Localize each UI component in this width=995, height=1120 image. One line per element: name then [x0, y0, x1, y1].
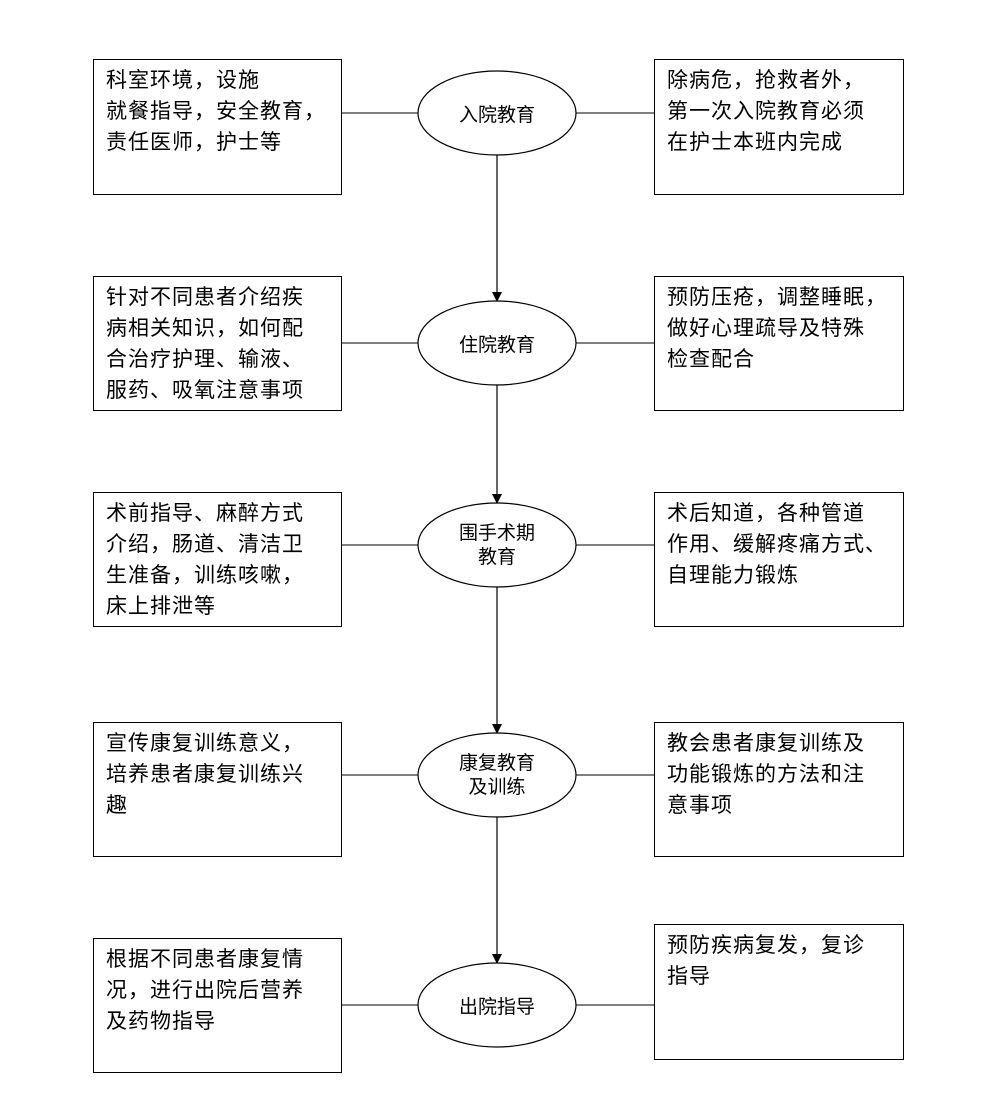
stage-label: 入院教育	[418, 103, 576, 127]
box-text-line: 培养患者康复训练兴	[106, 762, 304, 786]
box-text-line: 科室环境，设施	[106, 68, 260, 92]
box-text-line: 针对不同患者介绍疾	[106, 285, 304, 309]
stage-oval	[417, 962, 577, 1048]
box-text-line: 第一次入院教育必须	[667, 99, 865, 123]
box-text-line: 病相关知识，如何配	[106, 316, 304, 340]
box-text-line: 服药、吸氧注意事项	[106, 378, 304, 402]
stage-label-line: 出院指导	[458, 996, 535, 1018]
box-text-line: 检查配合	[667, 347, 755, 371]
box-text-line: 自理能力锻炼	[667, 563, 799, 587]
box-text-line: 作用、缓解疼痛方式、	[667, 532, 887, 556]
stage-label-line: 入院教育	[458, 104, 535, 126]
box-text-line: 预防压疮，调整睡眠，	[667, 285, 887, 309]
box-text-line: 趣	[106, 793, 128, 817]
stage-label-line: 及训练	[468, 776, 526, 798]
left-detail-box: 宣传康复训练意义， 培养患者康复训练兴趣	[93, 722, 342, 857]
box-text-line: 生准备，训练咳嗽，	[106, 563, 304, 587]
box-text-line: 况，进行出院后营养	[106, 978, 304, 1002]
left-detail-box: 科室环境，设施就餐指导，安全教育， 责任医师，护士等	[93, 59, 342, 195]
box-text-line: 床上排泄等	[106, 594, 216, 618]
box-text-line: 合治疗护理、输液、	[106, 347, 304, 371]
right-detail-box: 预防压疮，调整睡眠， 做好心理疏导及特殊检查配合	[654, 276, 904, 411]
right-detail-box: 除病危，抢救者外， 第一次入院教育必须在护士本班内完成	[654, 59, 904, 195]
box-text-line: 宣传康复训练意义，	[106, 731, 304, 755]
stage-label: 出院指导	[418, 995, 576, 1019]
box-text-line: 根据不同患者康复情	[106, 947, 304, 971]
box-text-line: 意事项	[667, 793, 733, 817]
stage-label: 住院教育	[418, 333, 576, 357]
box-text-line: 预防疾病复发，复诊	[667, 933, 865, 957]
stage-label: 康复教育及训练	[418, 751, 576, 799]
box-text-line: 功能锻炼的方法和注	[667, 762, 865, 786]
right-detail-box: 教会患者康复训练及功能锻炼的方法和注意事项	[654, 722, 904, 857]
left-detail-box: 术前指导、麻醉方式介绍，肠道、清洁卫生准备，训练咳嗽， 床上排泄等	[93, 492, 342, 627]
box-text-line: 责任医师，护士等	[106, 130, 282, 154]
box-text-line: 介绍，肠道、清洁卫	[106, 532, 304, 556]
stage-label-line: 教育	[477, 546, 516, 568]
right-detail-box: 术后知道，各种管道作用、缓解疼痛方式、自理能力锻炼	[654, 492, 904, 627]
box-text-line: 做好心理疏导及特殊	[667, 316, 865, 340]
box-text-line: 除病危，抢救者外，	[667, 68, 865, 92]
box-text-line: 术后知道，各种管道	[667, 501, 865, 525]
box-text-line: 在护士本班内完成	[667, 130, 843, 154]
box-text-line: 指导	[667, 964, 711, 988]
stage-label-line: 住院教育	[458, 334, 535, 356]
left-detail-box: 根据不同患者康复情况，进行出院后营养及药物指导	[93, 938, 342, 1073]
stage-label-line: 康复教育	[458, 752, 535, 774]
stage-label-line: 围手术期	[458, 522, 535, 544]
right-detail-box: 预防疾病复发，复诊指导	[654, 924, 904, 1060]
box-text-line: 术前指导、麻醉方式	[106, 501, 304, 525]
box-text-line: 及药物指导	[106, 1009, 216, 1033]
box-text-line: 就餐指导，安全教育，	[106, 99, 326, 123]
stage-label: 围手术期教育	[418, 521, 576, 569]
box-text-line: 教会患者康复训练及	[667, 731, 865, 755]
left-detail-box: 针对不同患者介绍疾病相关知识，如何配合治疗护理、输液、服药、吸氧注意事项	[93, 276, 342, 411]
